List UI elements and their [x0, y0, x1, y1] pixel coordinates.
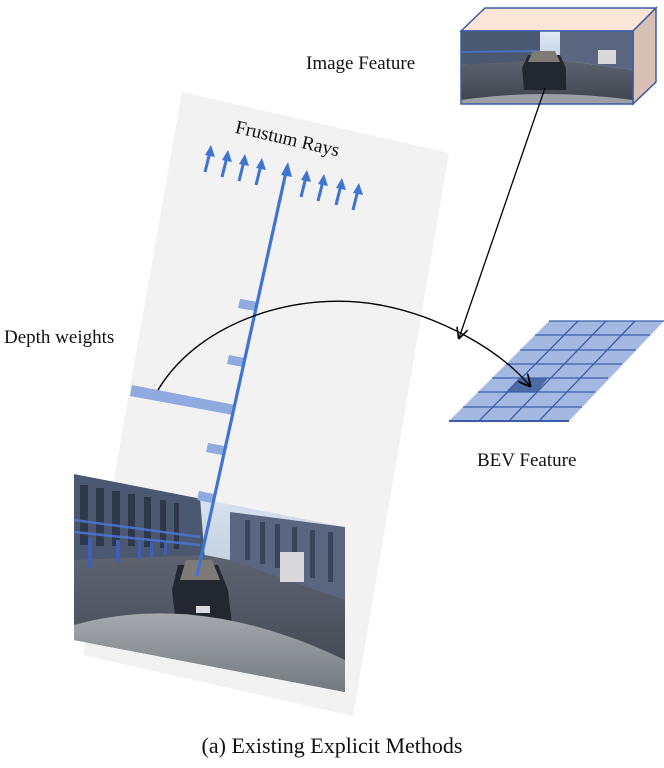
- depth-bar: [197, 491, 214, 503]
- ray-arrow-icon: [351, 183, 363, 211]
- feature-to-bev-arrow: [459, 87, 546, 338]
- ray-arrow-icon: [254, 158, 266, 186]
- ray-arrow-icon: [237, 154, 249, 182]
- figure-caption: (a) Existing Explicit Methods: [201, 733, 463, 758]
- image-feature-thumbnail: [461, 31, 633, 104]
- bev-grid: [449, 320, 664, 422]
- box-top-face: [459, 7, 658, 32]
- depth-weights-label: Depth weights: [4, 327, 115, 348]
- ray-arrow-icon: [334, 178, 346, 206]
- depth-bar: [206, 443, 224, 455]
- bev-feature-label: BEV Feature: [477, 450, 577, 471]
- depth-bar: [227, 355, 245, 367]
- frustum-arrows: [203, 145, 363, 211]
- ray-arrow-icon: [316, 174, 328, 202]
- image-feature-label: Image Feature: [306, 53, 416, 74]
- depth-bar-max: [130, 385, 235, 415]
- car: [172, 560, 232, 625]
- ray-arrow-icon: [220, 150, 232, 178]
- depth-bar: [238, 299, 258, 311]
- depth-to-bev-curve-arrow: [157, 300, 530, 391]
- ray-arrow-icon: [299, 170, 311, 198]
- ray-arrow-icon: [203, 145, 215, 173]
- image-feature-box: [459, 6, 658, 106]
- main-ray: [195, 162, 292, 577]
- depth-weight-bars: [130, 299, 258, 503]
